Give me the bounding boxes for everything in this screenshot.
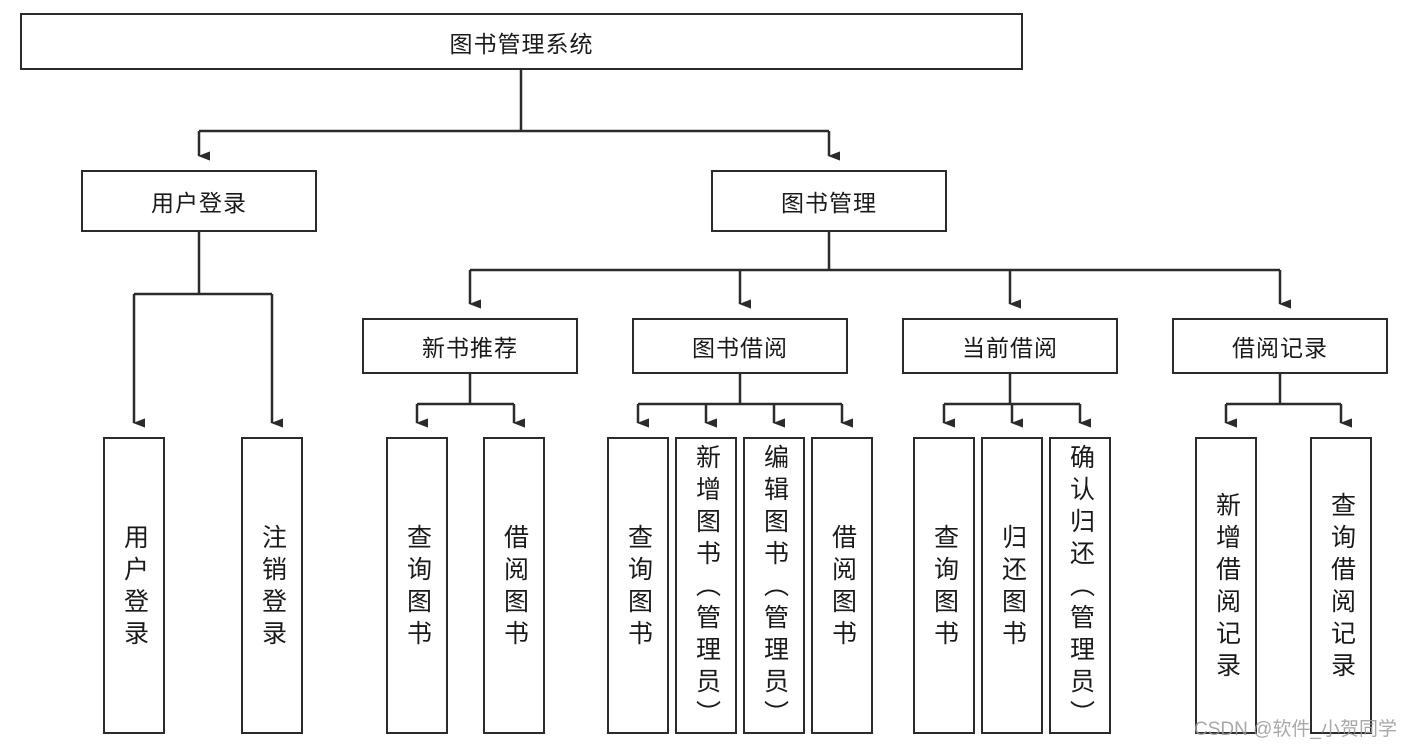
leaf-edit-book-admin[interactable]: 编辑图书（管理员） <box>743 437 805 734</box>
leaf-query-book-recommend[interactable]: 查询图书 <box>386 437 448 734</box>
leaf-query-book-current[interactable]: 查询图书 <box>913 437 975 734</box>
csdn-watermark: CSDN @软件_小贺同学 <box>1194 719 1397 740</box>
node-book-borrow[interactable]: 图书借阅 <box>632 318 848 374</box>
leaf-logout[interactable]: 注销登录 <box>241 437 303 734</box>
leaf-add-borrow-record[interactable]: 新增借阅记录 <box>1195 437 1257 734</box>
node-user-login[interactable]: 用户登录 <box>81 170 317 232</box>
node-borrow-record[interactable]: 借阅记录 <box>1172 318 1388 374</box>
leaf-borrow-book-recommend[interactable]: 借阅图书 <box>483 437 545 734</box>
node-new-book-recommend[interactable]: 新书推荐 <box>362 318 578 374</box>
leaf-query-borrow-record[interactable]: 查询借阅记录 <box>1310 437 1372 734</box>
leaf-return-book[interactable]: 归还图书 <box>981 437 1043 734</box>
node-root[interactable]: 图书管理系统 <box>20 13 1023 70</box>
leaf-confirm-return-admin[interactable]: 确认归还（管理员） <box>1049 437 1111 734</box>
leaf-add-book-admin[interactable]: 新增图书（管理员） <box>675 437 737 734</box>
node-current-borrow[interactable]: 当前借阅 <box>902 318 1118 374</box>
leaf-borrow-book[interactable]: 借阅图书 <box>811 437 873 734</box>
leaf-query-book-borrow[interactable]: 查询图书 <box>607 437 669 734</box>
node-book-management[interactable]: 图书管理 <box>711 170 947 232</box>
leaf-user-login[interactable]: 用户登录 <box>103 437 165 734</box>
